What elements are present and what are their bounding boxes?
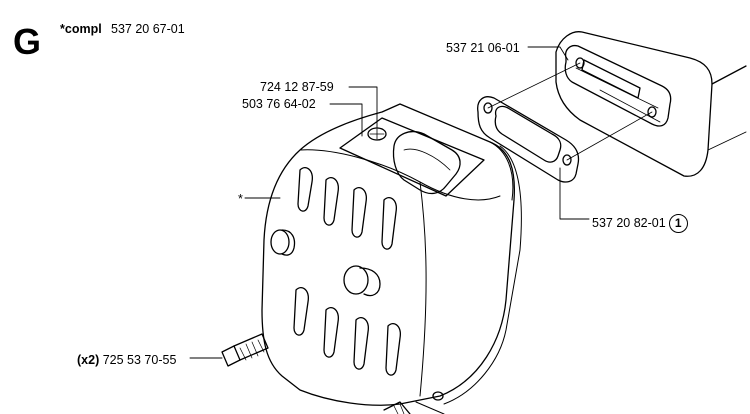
bolt-part-number: 725 53 70-55 [102,353,177,367]
bolt-callout: (x2) 725 53 70-55 [77,353,176,367]
cover-plate [555,31,747,177]
cover-plate-part-number: 537 21 06-01 [446,41,520,55]
spark-cover-part-number: 503 76 64-02 [242,97,316,111]
muffler-body [261,103,522,414]
bolt-quantity: (x2) [77,353,100,367]
lower-bolt [383,401,411,414]
alignment-lines [487,62,653,161]
muffler-asterisk: * [238,192,243,206]
bolt [221,333,269,367]
section-letter: G [13,21,42,62]
leader-lines [189,46,590,359]
gasket-number-text: 537 20 82-01 [592,215,666,230]
screw-part-number: 724 12 87-59 [260,80,334,94]
compl-part-number: 537 20 67-01 [111,22,185,36]
gasket [477,96,580,183]
compl-prefix: *compl [60,22,102,36]
gasket-reference-badge: 1 [668,214,688,233]
